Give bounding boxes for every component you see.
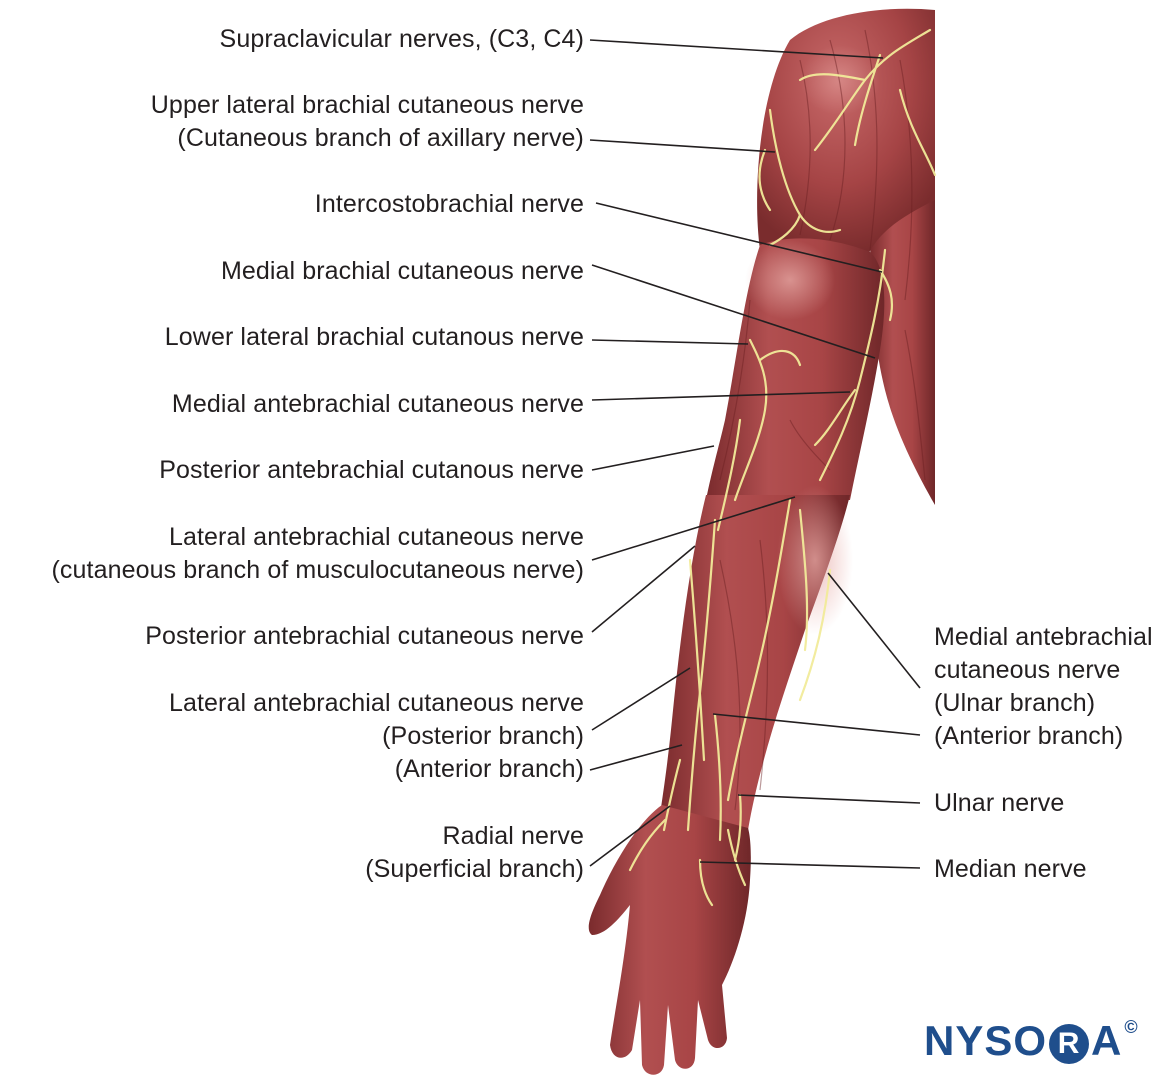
label-posterior-antebrachial-cutanous-nerve: Posterior antebrachial cutanous nerve bbox=[159, 456, 584, 484]
copyright-mark: © bbox=[1124, 1017, 1139, 1037]
hand-shape bbox=[588, 805, 751, 1075]
label-radial-nerve-superficial-branch: Radial nerve (Superficial branch) bbox=[365, 822, 584, 883]
upper-arm-shape bbox=[706, 238, 885, 500]
label-lower-lateral-brachial-cutanous-nerve: Lower lateral brachial cutanous nerve bbox=[164, 323, 584, 351]
logo-ring-letter: R bbox=[1049, 1024, 1090, 1064]
logo-text-prefix: NYSO bbox=[924, 1017, 1048, 1064]
logo-text-suffix: A bbox=[1091, 1017, 1123, 1064]
label-lateral-antebrachial-cutaneous-nerve-musculocutaneous: Lateral antebrachial cutaneous nerve (cu… bbox=[51, 523, 584, 584]
label-upper-lateral-brachial-cutaneous-nerve: Upper lateral brachial cutaneous nerve (… bbox=[150, 91, 584, 152]
label-lateral-antebrachial-cutaneous-nerve-branches: Lateral antebrachial cutaneous nerve (Po… bbox=[169, 689, 584, 783]
label-intercostobrachial-nerve: Intercostobrachial nerve bbox=[314, 190, 584, 218]
leader-lines bbox=[589, 39, 921, 869]
label-medial-brachial-cutaneous-nerve: Medial brachial cutaneous nerve bbox=[220, 257, 584, 285]
label-median-nerve: Median nerve bbox=[934, 855, 1087, 883]
label-medial-antebrachial-cutaneous-nerve-branches: Medial antebrachial cutaneous nerve (Uln… bbox=[934, 623, 1153, 750]
label-supraclavicular-nerves: Supraclavicular nerves, (C3, C4) bbox=[219, 25, 584, 53]
nerve-paths bbox=[628, 28, 937, 907]
label-ulnar-nerve: Ulnar nerve bbox=[934, 789, 1065, 817]
label-posterior-antebrachial-cutaneous-nerve: Posterior antebrachial cutaneous nerve bbox=[145, 622, 584, 650]
label-medial-antebrachial-cutaneous-nerve: Medial antebrachial cutaneous nerve bbox=[171, 390, 584, 418]
